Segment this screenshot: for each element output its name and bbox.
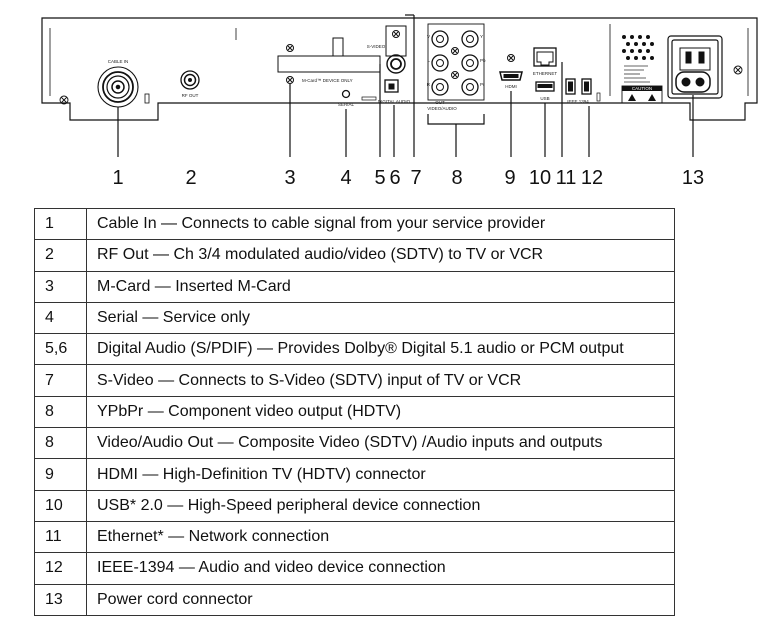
row-description: Video/Audio Out — Composite Video (SDTV)… — [86, 427, 675, 460]
row-description: YPbPr — Component video output (HDTV) — [86, 395, 675, 429]
rear-panel-diagram: CABLE IN RF OUT M-Card™ DEVICE ONLY SERI… — [41, 14, 758, 189]
video-audio-label: VIDEO/AUDIO — [427, 106, 457, 111]
row-description: Digital Audio (S/PDIF) — Provides Dolby®… — [86, 333, 675, 366]
ethernet-port — [533, 47, 557, 67]
callout-1: 1 — [112, 167, 123, 189]
row-number: 1 — [34, 207, 87, 241]
l-label: L — [427, 58, 430, 63]
hdmi-label: HDMI — [505, 84, 517, 89]
row-number: 8 — [34, 395, 87, 429]
power-connector — [675, 47, 711, 93]
ieee1394-label: IEEE 1394 — [567, 99, 589, 104]
callout-2: 2 — [185, 167, 196, 189]
row-description: RF Out — Ch 3/4 modulated audio/video (S… — [86, 239, 675, 272]
row-description: Serial — Service only — [86, 301, 675, 335]
callout-numbers: 1 2 3 4 5 6 7 8 9 10 11 12 13 — [112, 167, 704, 189]
digital-audio-connector — [384, 79, 399, 93]
row-description: Power cord connector — [86, 583, 675, 616]
callout-10: 10 — [529, 167, 551, 189]
s-video-connector — [385, 25, 407, 74]
digital-audio-label: DIGITAL AUDIO — [378, 99, 411, 104]
callout-3: 3 — [284, 167, 295, 189]
row-description: S-Video — Connects to S-Video (SDTV) inp… — [86, 364, 675, 397]
row-number: 11 — [34, 520, 87, 554]
rating-label-lines — [624, 65, 650, 83]
out-label: OUT — [435, 100, 445, 105]
leader-lines — [117, 14, 694, 157]
callout-7: 7 — [410, 167, 421, 189]
rca-connector-block — [427, 23, 485, 101]
s-video-label: S-VIDEO — [367, 44, 386, 49]
serial-port — [341, 89, 377, 101]
pr-label: Pr — [480, 82, 485, 87]
callout-12: 12 — [581, 167, 603, 189]
cable-in-label: CABLE IN — [108, 59, 129, 64]
vent-grille — [622, 35, 654, 60]
r-label: R — [427, 82, 431, 87]
row-description: Ethernet* — Network connection — [86, 520, 675, 554]
callout-4: 4 — [340, 167, 351, 189]
serial-label: SERIAL — [338, 102, 355, 107]
screw-icon — [59, 65, 743, 105]
callout-6: 6 — [389, 167, 400, 189]
mcard-label: M-Card™ DEVICE ONLY — [302, 78, 353, 83]
callout-9: 9 — [504, 167, 515, 189]
caution-text: CAUTION — [632, 86, 652, 91]
row-description: USB* 2.0 — High-Speed peripheral device … — [86, 489, 675, 522]
mcard-slot — [277, 37, 381, 84]
v-label: V — [427, 34, 430, 39]
row-description: HDMI — High-Definition TV (HDTV) connect… — [86, 458, 675, 491]
row-number: 5,6 — [34, 333, 87, 366]
callout-5: 5 — [374, 167, 385, 189]
callout-8: 8 — [451, 167, 462, 189]
row-description: Cable In — Connects to cable signal from… — [86, 207, 675, 241]
row-number: 4 — [34, 301, 87, 335]
row-number: 12 — [34, 552, 87, 585]
row-number: 10 — [34, 489, 87, 522]
rf-out-connector — [180, 70, 200, 90]
callout-11: 11 — [556, 167, 577, 189]
ieee1394-ports — [565, 78, 601, 102]
rf-out-label: RF OUT — [182, 93, 199, 98]
ethernet-label: ETHERNET — [533, 71, 558, 76]
hdmi-port — [499, 54, 523, 81]
callout-13: 13 — [682, 167, 704, 189]
y-label: Y — [480, 34, 483, 39]
pb-label: Pb — [480, 58, 486, 63]
usb-port — [535, 81, 555, 92]
usb-label: USB — [540, 96, 549, 101]
chassis — [41, 17, 758, 121]
row-number: 2 — [34, 239, 87, 272]
caution-label — [621, 85, 663, 104]
row-number: 9 — [34, 458, 87, 491]
row-number: 13 — [34, 583, 87, 616]
row-number: 3 — [34, 270, 87, 303]
cable-in-connector — [97, 66, 150, 108]
row-number: 7 — [34, 364, 87, 397]
row-description: M-Card — Inserted M-Card — [86, 270, 675, 303]
row-description: IEEE-1394 — Audio and video device conne… — [86, 552, 675, 585]
row-number: 8 — [34, 427, 87, 460]
